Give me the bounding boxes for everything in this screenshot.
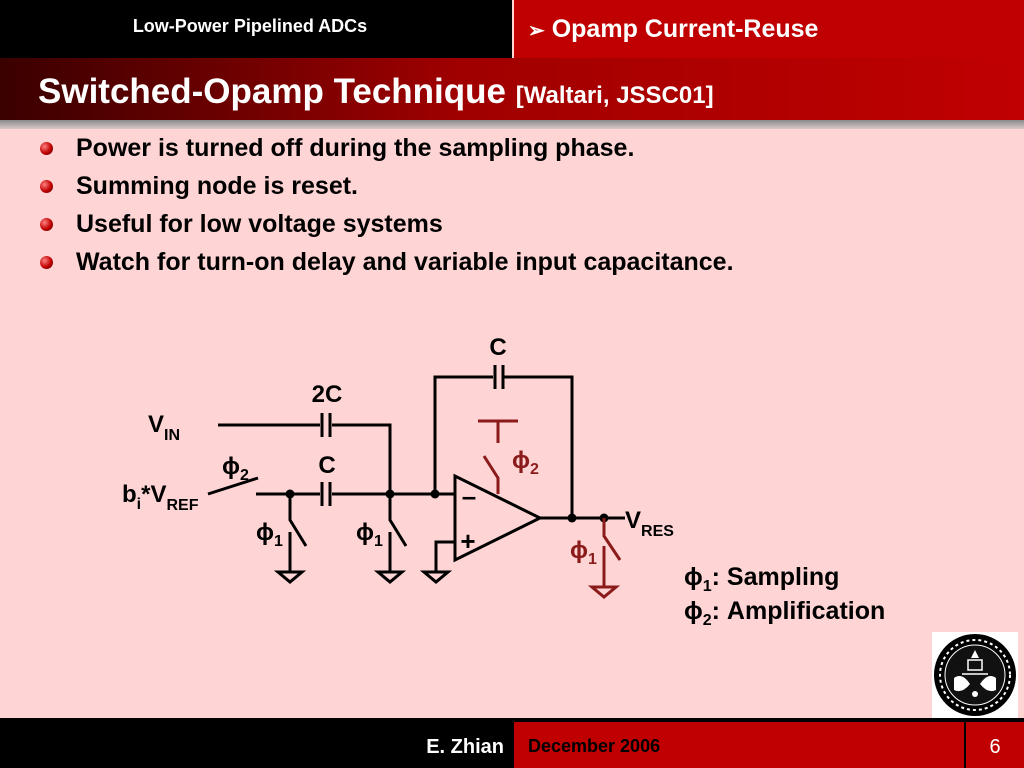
opamp-plus-sign: + — [460, 526, 475, 556]
opamp-power-switches — [478, 419, 622, 599]
phi1-mid-label: ϕ1 — [356, 519, 383, 550]
vref-label: bi*VREF — [122, 481, 199, 514]
ground-icon — [273, 570, 307, 584]
cap-ref-label: C — [318, 452, 335, 479]
phi2-opamp-label: ϕ2 — [512, 447, 539, 478]
header-section-bar: ➢ Opamp Current-Reuse — [514, 0, 1024, 58]
slide-title: Switched-Opamp Technique [Waltari, JSSC0… — [38, 72, 714, 111]
section-title: ➢ Opamp Current-Reuse — [528, 15, 819, 43]
vres-label: VRES — [625, 507, 674, 540]
bullet-item: Watch for turn-on delay and variable inp… — [40, 246, 734, 284]
vin-label: VIN — [148, 411, 180, 444]
ground-icons — [273, 570, 453, 584]
footer-date-box: December 2006 — [514, 722, 964, 768]
legend-sampling: ϕ1: Sampling — [684, 563, 839, 595]
footer-bar: E. Zhian December 2006 6 — [0, 718, 1024, 768]
bullet-list: Power is turned off during the sampling … — [40, 132, 734, 284]
slide-title-bar: Switched-Opamp Technique [Waltari, JSSC0… — [0, 58, 1024, 120]
bullet-dot-icon — [40, 218, 53, 231]
ground-icon — [373, 570, 407, 584]
footer-author: E. Zhian — [426, 736, 504, 758]
title-divider — [0, 120, 1024, 129]
footer-date: December 2006 — [528, 736, 661, 756]
opamp-minus-sign: – — [462, 481, 476, 511]
arrow-bullet-icon: ➢ — [528, 20, 545, 42]
phi2-ref-label: ϕ2 — [222, 453, 249, 484]
phi1-left-label: ϕ1 — [256, 519, 283, 550]
bullet-dot-icon — [40, 180, 53, 193]
bullet-item: Summing node is reset. — [40, 170, 734, 208]
bullet-dot-icon — [40, 256, 53, 269]
legend-amplification: ϕ2: Amplification — [684, 597, 885, 629]
slide-citation: [Waltari, JSSC01] — [515, 82, 714, 109]
footer-page-box: 6 — [966, 722, 1024, 768]
page-number: 6 — [989, 736, 1001, 758]
phi1-output-label: ϕ1 — [570, 537, 597, 568]
circuit-wires — [207, 365, 625, 572]
course-title: Low-Power Pipelined ADCs — [132, 16, 368, 36]
junction-dots — [285, 489, 609, 523]
header-course-bar: Low-Power Pipelined ADCs — [0, 0, 512, 58]
bullet-dot-icon — [40, 142, 53, 155]
ground-icon — [587, 585, 621, 599]
university-seal-logo — [932, 632, 1018, 718]
cap-feedback-label: C — [489, 334, 506, 361]
ground-icon — [419, 570, 453, 584]
cap-input-label: 2C — [312, 381, 343, 408]
bullet-item: Power is turned off during the sampling … — [40, 132, 734, 170]
bullet-item: Useful for low voltage systems — [40, 208, 734, 246]
